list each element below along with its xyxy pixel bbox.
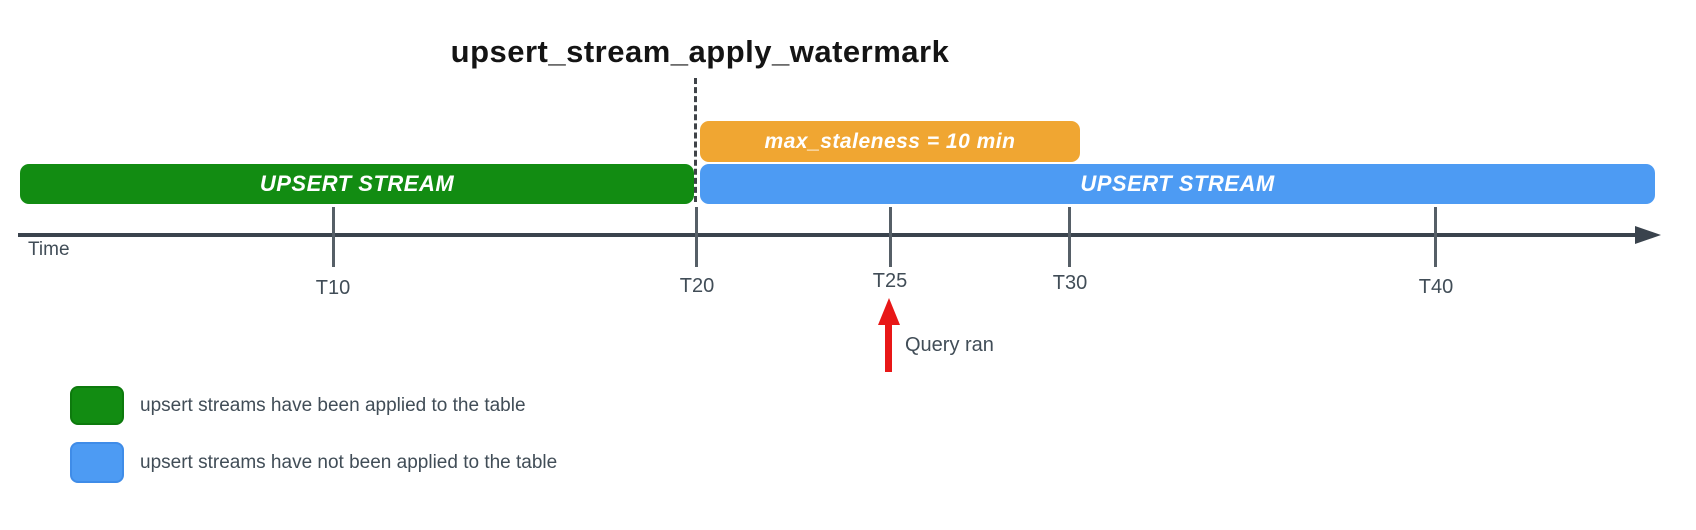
watermark-dashed-line <box>694 78 697 202</box>
tick-t25 <box>889 207 892 267</box>
legend-swatch-green <box>70 386 124 425</box>
tick-t30 <box>1068 207 1071 267</box>
legend-item-not-applied: upsert streams have not been applied to … <box>70 442 557 483</box>
max-staleness-bar: max_staleness = 10 min <box>700 121 1080 162</box>
legend-item-applied: upsert streams have been applied to the … <box>70 386 526 425</box>
query-ran-arrow-icon <box>878 298 900 325</box>
timeline-axis-label: Time <box>28 239 70 260</box>
tick-label-t25: T25 <box>872 270 908 292</box>
tick-label-t20: T20 <box>679 275 715 297</box>
query-ran-arrow-shaft <box>885 323 892 372</box>
max-staleness-label: max_staleness = 10 min <box>764 129 1016 153</box>
tick-label-t30: T30 <box>1052 272 1088 294</box>
upsert-stream-not-applied-bar: UPSERT STREAM <box>700 164 1655 204</box>
legend-label-applied: upsert streams have been applied to the … <box>140 394 526 416</box>
legend-swatch-blue <box>70 442 124 483</box>
upsert-stream-applied-label: UPSERT STREAM <box>259 171 455 196</box>
tick-label-t10: T10 <box>315 277 351 299</box>
tick-t40 <box>1434 207 1437 267</box>
upsert-stream-applied-bar: UPSERT STREAM <box>20 164 694 204</box>
upsert-stream-not-applied-label: UPSERT STREAM <box>1080 171 1275 196</box>
timeline-arrowhead-icon <box>1635 226 1661 244</box>
tick-t20 <box>695 207 698 267</box>
tick-t10 <box>332 207 335 267</box>
tick-label-t40: T40 <box>1418 276 1454 298</box>
diagram-title: upsert_stream_apply_watermark <box>450 34 950 69</box>
timeline-axis <box>18 233 1639 237</box>
query-ran-label: Query ran <box>905 334 994 356</box>
legend-label-not-applied: upsert streams have not been applied to … <box>140 451 558 473</box>
